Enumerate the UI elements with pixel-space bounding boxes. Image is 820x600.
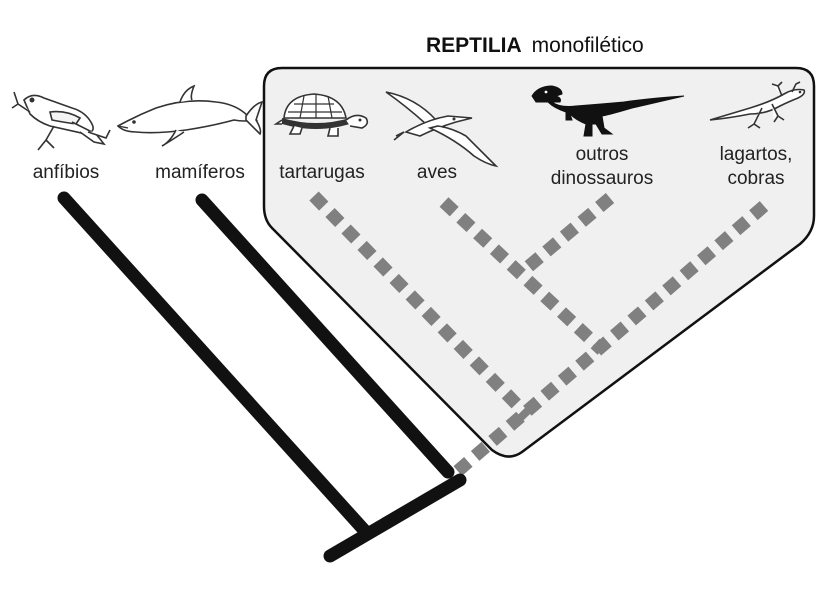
label-dinos-line2: dinossauros — [551, 168, 653, 189]
clade-title-regular: monofilético — [532, 34, 644, 57]
branch-dinosaurs — [517, 193, 615, 277]
branch-turtles — [309, 191, 533, 421]
clade-title: REPTILIA monofilético — [426, 34, 644, 57]
branch-root — [323, 473, 467, 563]
dolphin-icon — [116, 84, 264, 147]
label-mamiferos: mamíferos — [155, 162, 245, 183]
reptile-branches — [309, 191, 769, 481]
label-tartarugas: tartarugas — [279, 162, 365, 183]
label-lagartos-line1: lagartos, — [720, 144, 793, 165]
label-aves: aves — [417, 162, 457, 183]
label-anfibios: anfíbios — [33, 162, 100, 183]
lizard-icon — [709, 81, 806, 129]
label-dinos-line1: outros — [576, 144, 629, 165]
clade-title-bold: REPTILIA — [426, 34, 522, 57]
turtle-icon — [273, 93, 369, 137]
branch-birds — [439, 197, 607, 355]
branch-mammals — [195, 193, 455, 479]
label-lagartos-line2: cobras — [727, 168, 784, 189]
outgroup-branches — [57, 191, 467, 563]
dinosaur-icon — [531, 85, 685, 137]
branch-amphibians — [57, 191, 371, 537]
bird-icon — [385, 91, 499, 168]
frog-icon — [11, 91, 111, 151]
